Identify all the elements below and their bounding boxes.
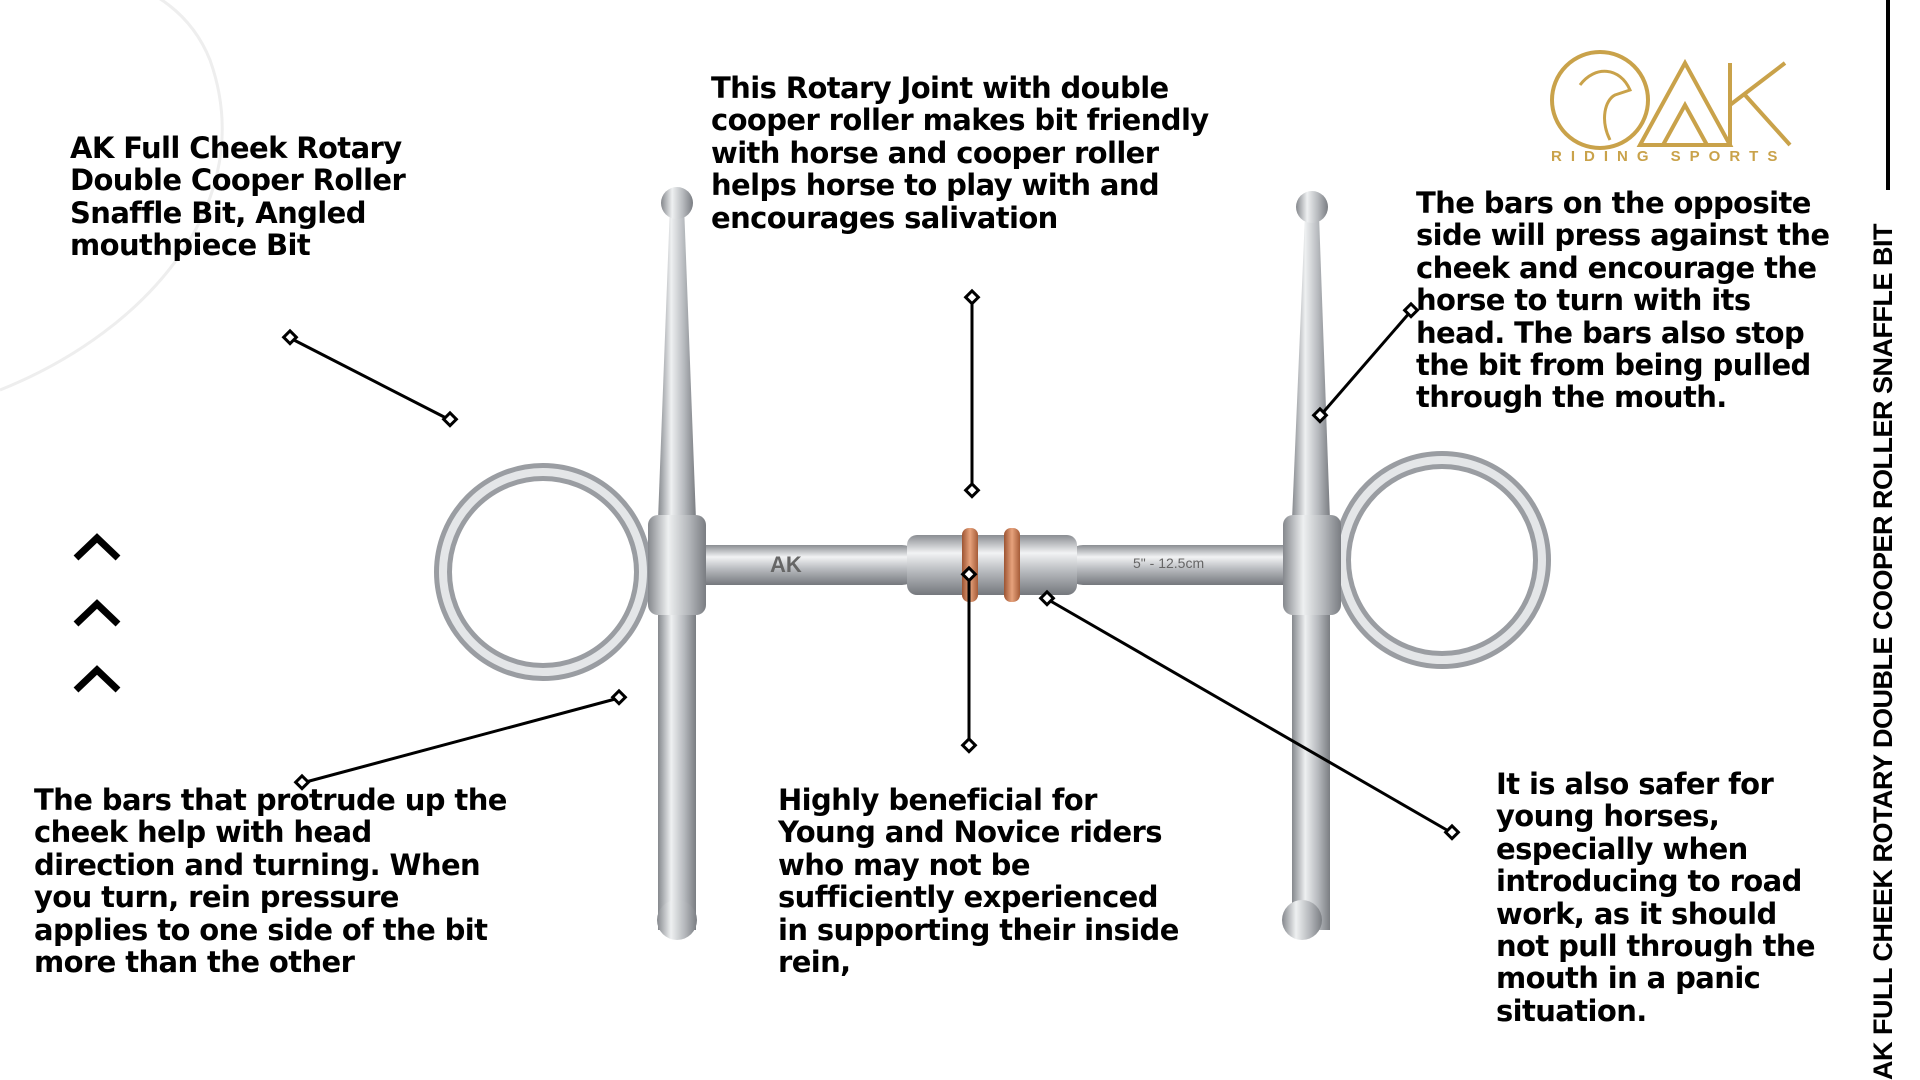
decorative-curve bbox=[0, 0, 224, 392]
rotary-joint-note: This Rotary Joint with double cooper rol… bbox=[711, 71, 1209, 235]
protruding-bars-note: The bars that protrude up the cheek help… bbox=[34, 783, 507, 980]
copper-roller-1 bbox=[962, 528, 978, 602]
novice-riders-note: Highly beneficial for Young and Novice r… bbox=[778, 783, 1179, 980]
product-title: AK Full Cheek Rotary Double Cooper Rolle… bbox=[70, 131, 406, 263]
engraved-logo: AK bbox=[770, 552, 802, 577]
divider-line bbox=[1886, 0, 1890, 190]
chevron-up-icon bbox=[73, 665, 121, 693]
logo-tagline: RIDING SPORTS bbox=[1551, 148, 1787, 165]
rotary-roller bbox=[907, 535, 1077, 595]
brand-logo bbox=[1550, 50, 1792, 150]
left-cannon bbox=[680, 545, 920, 585]
engraved-size: 5" - 12.5cm bbox=[1133, 555, 1204, 571]
chevron-up-icon bbox=[73, 533, 121, 561]
side-title: AK FULL CHEEK ROTARY DOUBLE COOPER ROLLE… bbox=[1868, 223, 1898, 1080]
opposite-bars-note: The bars on the opposite side will press… bbox=[1416, 186, 1830, 415]
chevron-up-icon bbox=[73, 599, 121, 627]
leader-lines bbox=[281, 288, 1461, 841]
right-cannon bbox=[1065, 545, 1305, 585]
young-horses-note: It is also safer for young horses, espec… bbox=[1496, 767, 1816, 1028]
copper-roller-2 bbox=[1004, 528, 1020, 602]
